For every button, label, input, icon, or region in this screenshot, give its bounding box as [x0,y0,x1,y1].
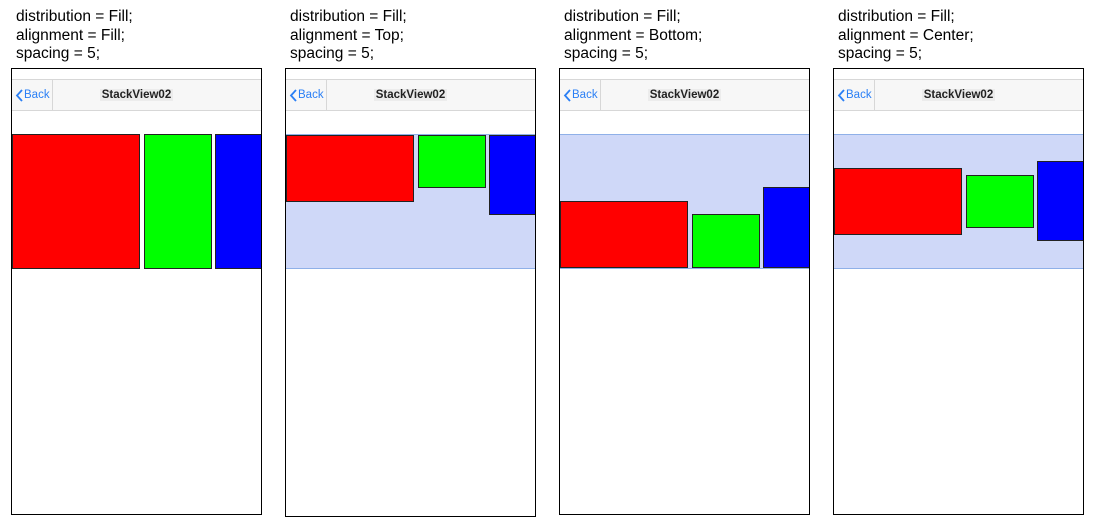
chevron-left-icon [15,88,23,102]
caption-line: distribution = Fill; [564,8,681,25]
nav-title: StackView02 [921,89,996,101]
blue-view [489,135,535,215]
panel-alignment-center: distribution = Fill; alignment = Center;… [833,0,1085,525]
back-button[interactable]: Back [834,80,875,110]
code-caption: distribution = Fill; alignment = Fill; s… [16,8,133,64]
caption-line: spacing = 5; [290,45,375,62]
navigation-bar: Back StackView02 [834,79,1083,111]
caption-line: alignment = Fill; [16,26,125,44]
panel-alignment-top: distribution = Fill; alignment = Top; sp… [285,0,537,525]
simulator-screen: Back StackView02 [833,68,1084,515]
green-view [966,175,1034,228]
back-label: Back [24,89,50,101]
caption-line: distribution = Fill; [838,8,955,25]
red-view [560,201,688,268]
caption-line: distribution = Fill; [16,8,133,25]
back-button[interactable]: Back [286,80,327,110]
blue-view [1037,161,1083,241]
blue-view [215,134,261,269]
back-label: Back [572,89,598,101]
nav-title: StackView02 [647,89,722,101]
caption-line: distribution = Fill; [290,8,407,25]
back-button[interactable]: Back [12,80,53,110]
caption-line: alignment = Center; [838,26,974,44]
simulator-screen: Back StackView02 [11,68,262,515]
navigation-bar: Back StackView02 [12,79,261,111]
code-caption: distribution = Fill; alignment = Bottom;… [564,8,702,64]
simulator-screen: Back StackView02 [559,68,810,515]
caption-line: spacing = 5; [16,45,101,62]
nav-title: StackView02 [99,89,174,101]
code-caption: distribution = Fill; alignment = Center;… [838,8,974,64]
code-caption: distribution = Fill; alignment = Top; sp… [290,8,407,64]
back-label: Back [298,89,324,101]
back-button[interactable]: Back [560,80,601,110]
navigation-bar: Back StackView02 [286,79,535,111]
chevron-left-icon [837,88,845,102]
chevron-left-icon [289,88,297,102]
blue-view [763,187,809,268]
red-view [834,168,962,235]
panel-alignment-bottom: distribution = Fill; alignment = Bottom;… [559,0,811,525]
caption-line: alignment = Bottom; [564,26,703,44]
green-view [692,214,760,268]
red-view [286,135,414,202]
navigation-bar: Back StackView02 [560,79,809,111]
simulator-screen: Back StackView02 [285,68,536,517]
chevron-left-icon [563,88,571,102]
nav-title: StackView02 [373,89,448,101]
caption-line: alignment = Top; [290,26,404,44]
back-label: Back [846,89,872,101]
green-view [144,134,212,269]
red-view [12,134,140,269]
panel-alignment-fill: distribution = Fill; alignment = Fill; s… [11,0,263,525]
caption-line: spacing = 5; [838,45,923,62]
caption-line: spacing = 5; [564,45,649,62]
green-view [418,135,486,188]
